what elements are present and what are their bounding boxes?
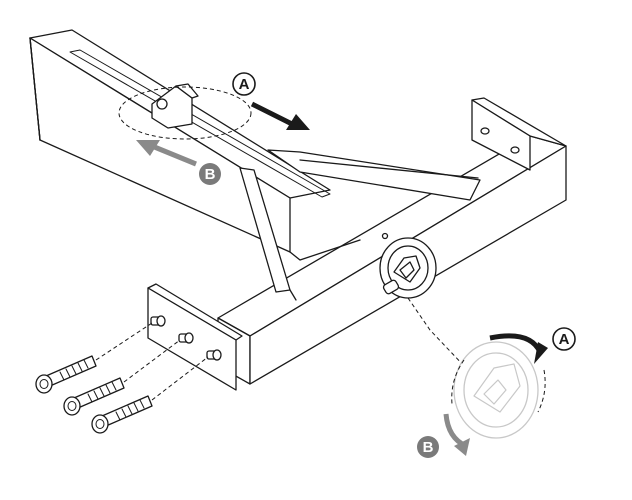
bolt xyxy=(35,355,97,394)
callout-badge-b: B xyxy=(417,436,439,458)
slide-arrow-a xyxy=(250,101,310,130)
slide-arrow-b xyxy=(136,140,197,167)
highlight-ellipse xyxy=(118,86,252,140)
svg-text:B: B xyxy=(205,166,216,183)
callout-badge-a: A xyxy=(232,72,256,96)
svg-text:B: B xyxy=(423,439,434,456)
bolt xyxy=(91,395,153,434)
end-plate xyxy=(147,283,243,391)
bolts xyxy=(35,322,209,434)
rotate-arrow-a xyxy=(489,333,548,413)
stud xyxy=(150,315,166,327)
stud xyxy=(178,332,194,344)
rotating-knob xyxy=(453,341,539,439)
svg-text:A: A xyxy=(239,76,250,93)
knob-mount xyxy=(379,237,437,299)
callout-badge-a: A xyxy=(552,327,576,351)
sliding-bracket xyxy=(118,83,252,140)
stud xyxy=(206,349,222,361)
right-upright xyxy=(471,97,567,171)
svg-text:A: A xyxy=(559,331,570,348)
struts xyxy=(239,149,481,301)
callout-badge-b: B xyxy=(199,163,221,185)
bolt xyxy=(63,377,125,416)
knob-guide-line xyxy=(407,297,467,369)
long-beam xyxy=(29,29,331,253)
rotate-arrow-b xyxy=(443,359,470,456)
